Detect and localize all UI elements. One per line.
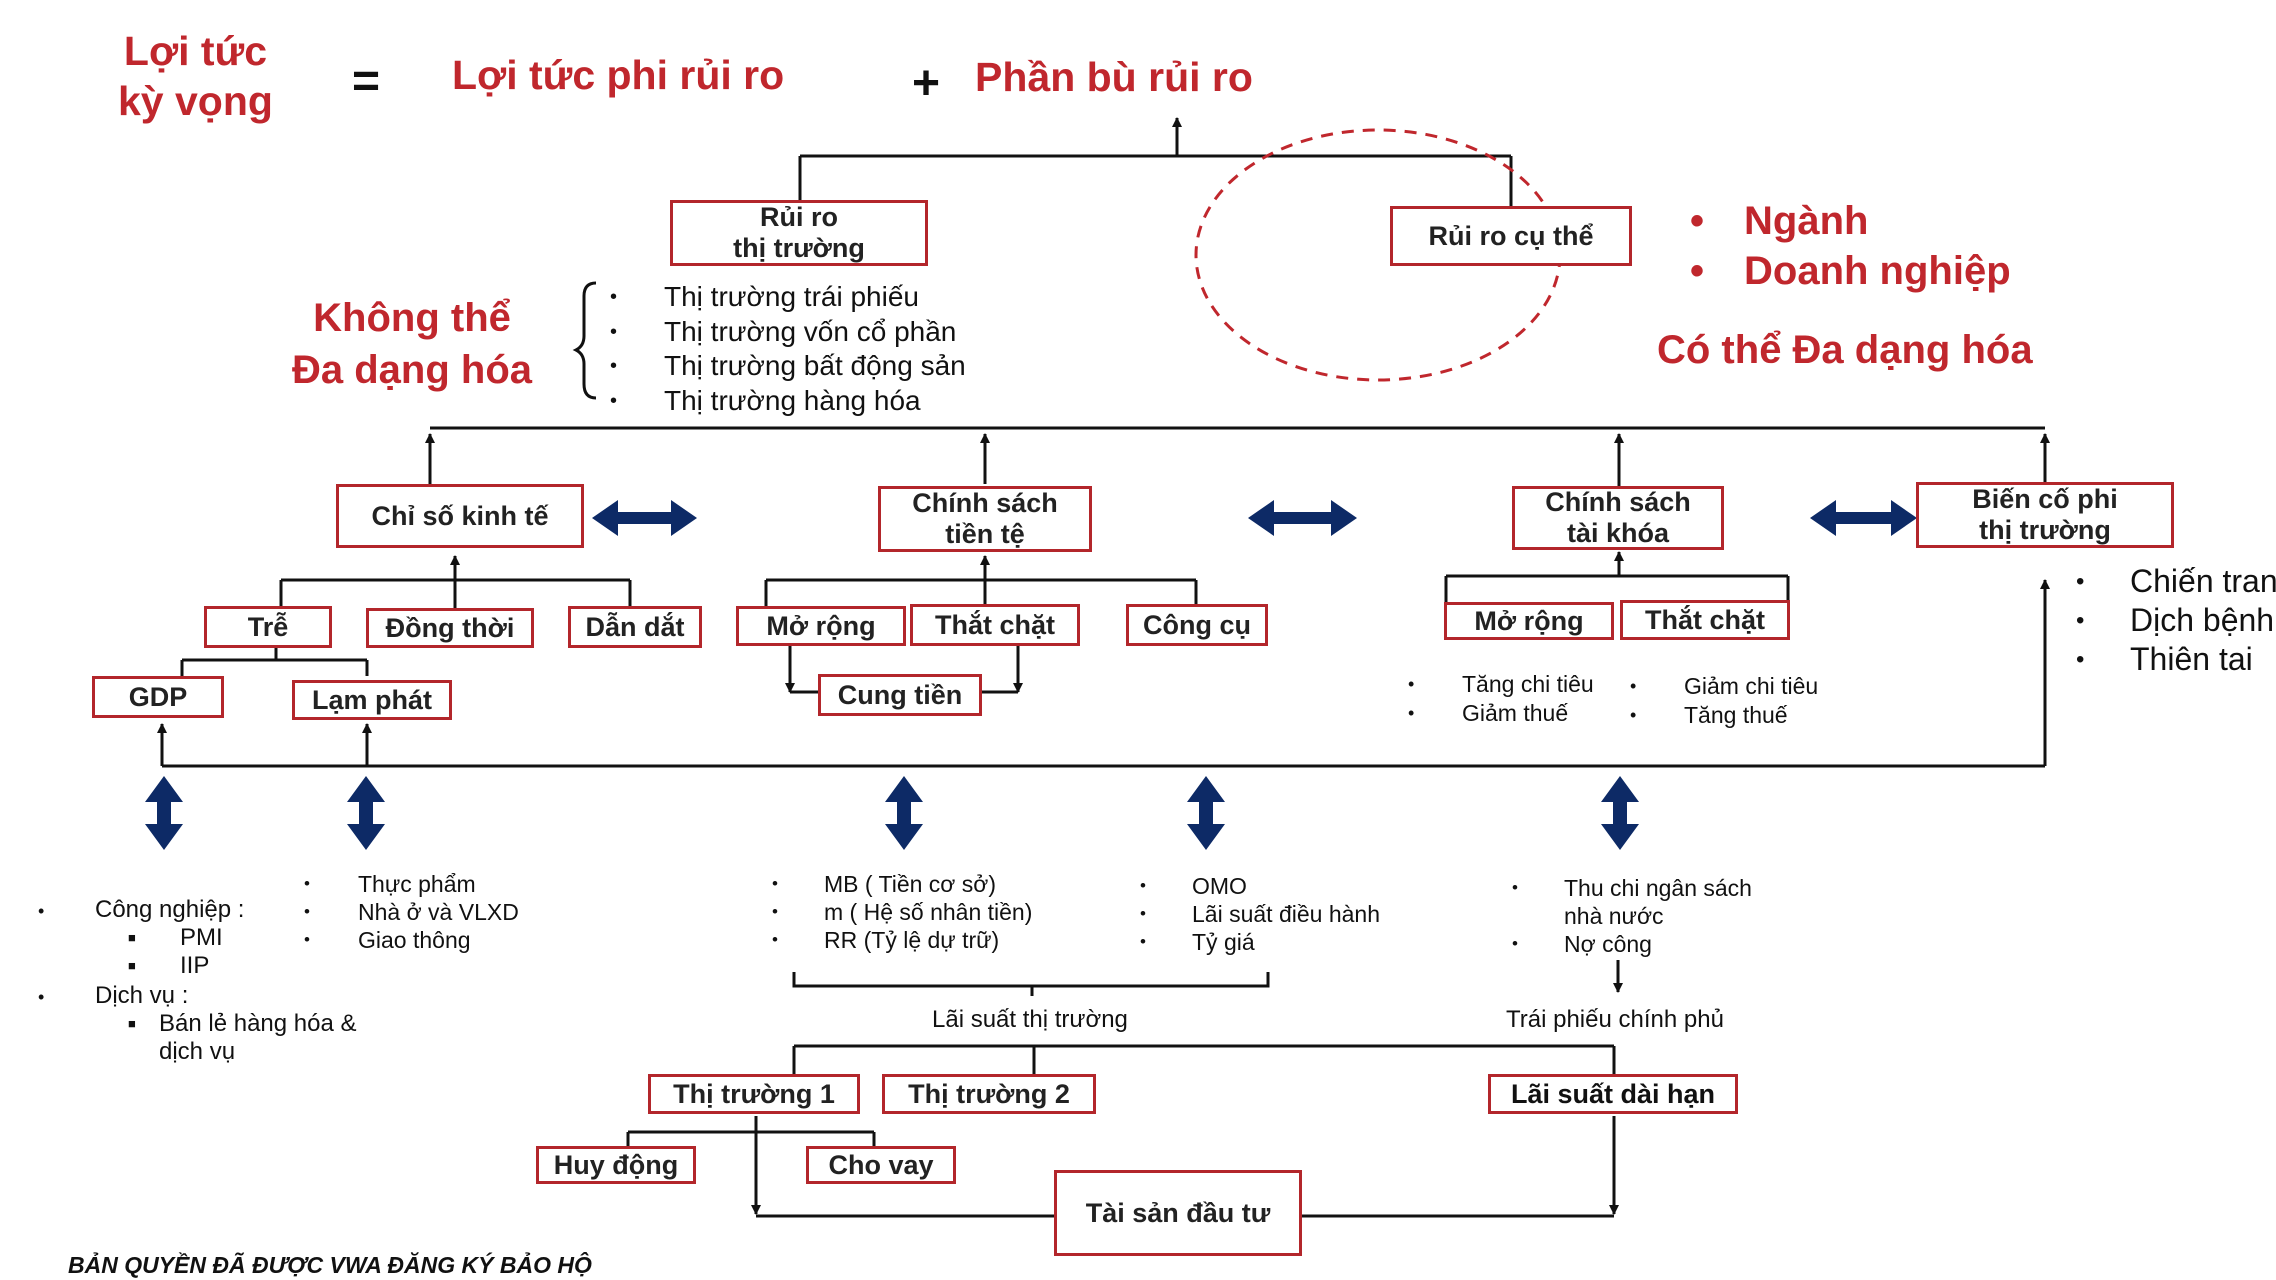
list-item: •Thị trường hàng hóa — [610, 384, 921, 416]
investment-assets-box: Tài sản đầu tư — [1054, 1170, 1302, 1256]
gov-bond-label: Trái phiếu chính phủ — [1506, 1006, 1724, 1033]
non-market-event-box: Biến cố phi thị trường — [1916, 482, 2174, 548]
double-arrow-horizontal-icon — [1810, 500, 1917, 536]
economic-index-box: Chỉ số kinh tế — [336, 484, 584, 548]
tools-list: •OMO •Lãi suất điều hành •Tỷ giá — [1140, 872, 1380, 956]
market-risk-box: Rủi ro thị trường — [670, 200, 928, 266]
list-item: •MB ( Tiền cơ sở) — [772, 871, 997, 897]
gdp-box: GDP — [92, 676, 224, 718]
iip-label: IIP — [180, 952, 210, 979]
list-item: •Tăng chi tiêu — [1408, 671, 1594, 697]
list-item: •Thu chi ngân sách nhà nước — [1512, 875, 1752, 929]
list-item: •Nợ công — [1512, 931, 1652, 957]
copyright-notice: BẢN QUYỀN ĐÃ ĐƯỢC VWA ĐĂNG KÝ BẢO HỘ — [68, 1252, 592, 1278]
list-item: •Giảm chi tiêu — [1630, 673, 1819, 699]
double-arrow-horizontal-icon — [1248, 500, 1357, 536]
retail-label: Bán lẻ hàng hóa & dịch vụ — [159, 1010, 357, 1065]
monetary-tighten-box: Thắt chặt — [910, 604, 1080, 646]
list-item: •Thị trường bất động sản — [610, 350, 966, 381]
double-arrow-horizontal-icon — [592, 500, 697, 536]
budget-list: •Thu chi ngân sách nhà nước •Nợ công — [1512, 874, 1752, 958]
double-arrow-vertical-icon — [347, 776, 385, 850]
inflation-box: Lạm phát — [292, 680, 452, 720]
money-supply-box: Cung tiền — [818, 674, 982, 716]
market-rate-label: Lãi suất thị trường — [932, 1006, 1128, 1033]
list-item: •Doanh nghiệp — [1690, 249, 2011, 293]
double-arrow-vertical-icon — [885, 776, 923, 850]
list-item: •Chiến tranh — [2076, 563, 2276, 599]
money-supply-list: •MB ( Tiền cơ sở) •m ( Hệ số nhân tiền) … — [772, 870, 1032, 954]
monetary-policy-box: Chính sách tiền tệ — [878, 486, 1092, 552]
risk-premium-label: Phần bù rủi ro — [975, 54, 1253, 100]
services-label: Dịch vụ : — [95, 982, 189, 1009]
diversifiable-label: Có thể Đa dạng hóa — [1657, 328, 2033, 372]
fiscal-tighten-list: •Giảm chi tiêu •Tăng thuế — [1630, 672, 1818, 730]
list-item: •m ( Hệ số nhân tiền) — [772, 899, 1033, 925]
list-item: •Tăng thuế — [1630, 702, 1788, 728]
list-item: •Thị trường vốn cổ phần — [610, 315, 957, 347]
list-item: •Giao thông — [304, 927, 471, 953]
market-1-box: Thị trường 1 — [648, 1074, 860, 1114]
market-2-box: Thị trường 2 — [882, 1074, 1096, 1114]
specific-risk-box: Rủi ro cụ thể — [1390, 206, 1632, 266]
double-arrow-vertical-icon — [1187, 776, 1225, 850]
event-list: •Chiến tranh •Dịch bệnh •Thiên tai — [2076, 562, 2276, 679]
industry-label: Công nghiệp : — [95, 896, 245, 923]
not-diversifiable-label: Không thể Đa dạng hóa — [292, 296, 533, 392]
double-arrows — [145, 500, 1917, 850]
double-arrow-vertical-icon — [1601, 776, 1639, 850]
list-item: •OMO — [1140, 873, 1247, 899]
list-item: •Lãi suất điều hành — [1140, 901, 1380, 927]
leading-box: Dẫn dắt — [568, 606, 702, 648]
list-item: •Nhà ở và VLXD — [304, 899, 519, 925]
inflation-list: •Thực phẩm •Nhà ở và VLXD •Giao thông — [304, 870, 519, 954]
list-item: •Dịch bệnh — [2076, 602, 2275, 638]
equals-sign: = — [352, 55, 381, 108]
lending-box: Cho vay — [806, 1146, 956, 1184]
specific-risk-list: •Ngành •Doanh nghiệp — [1690, 196, 2011, 296]
fiscal-policy-box: Chính sách tài khóa — [1512, 486, 1724, 550]
fiscal-expand-box: Mở rộng — [1444, 602, 1614, 640]
list-item: •Thị trường trái phiếu — [610, 281, 919, 312]
fiscal-tighten-box: Thắt chặt — [1620, 600, 1790, 640]
risk-free-return-label: Lợi tức phi rủi ro — [452, 52, 785, 98]
double-arrow-vertical-icon — [145, 776, 183, 850]
list-item: •Thực phẩm — [304, 871, 476, 897]
expected-return-label: Lợi tức kỳ vọng — [118, 28, 273, 124]
tools-box: Công cụ — [1126, 604, 1268, 646]
list-item: •Thiên tai — [2076, 641, 2253, 677]
list-item: •Giảm thuế — [1408, 700, 1569, 726]
monetary-expand-box: Mở rộng — [736, 606, 906, 646]
list-item: •Tỷ giá — [1140, 929, 1255, 955]
list-item: •RR (Tỷ lệ dự trữ) — [772, 927, 1000, 953]
fiscal-expand-list: •Tăng chi tiêu •Giảm thuế — [1408, 670, 1594, 728]
market-list: •Thị trường trái phiếu •Thị trường vốn c… — [610, 280, 966, 418]
coincident-box: Đồng thời — [366, 608, 534, 648]
pmi-label: PMI — [180, 924, 223, 951]
plus-sign: + — [912, 57, 941, 110]
lagging-box: Trễ — [204, 606, 332, 648]
deposit-box: Huy động — [536, 1146, 696, 1184]
list-item: •Ngành — [1690, 199, 1869, 243]
long-term-rate-box: Lãi suất dài hạn — [1488, 1074, 1738, 1114]
